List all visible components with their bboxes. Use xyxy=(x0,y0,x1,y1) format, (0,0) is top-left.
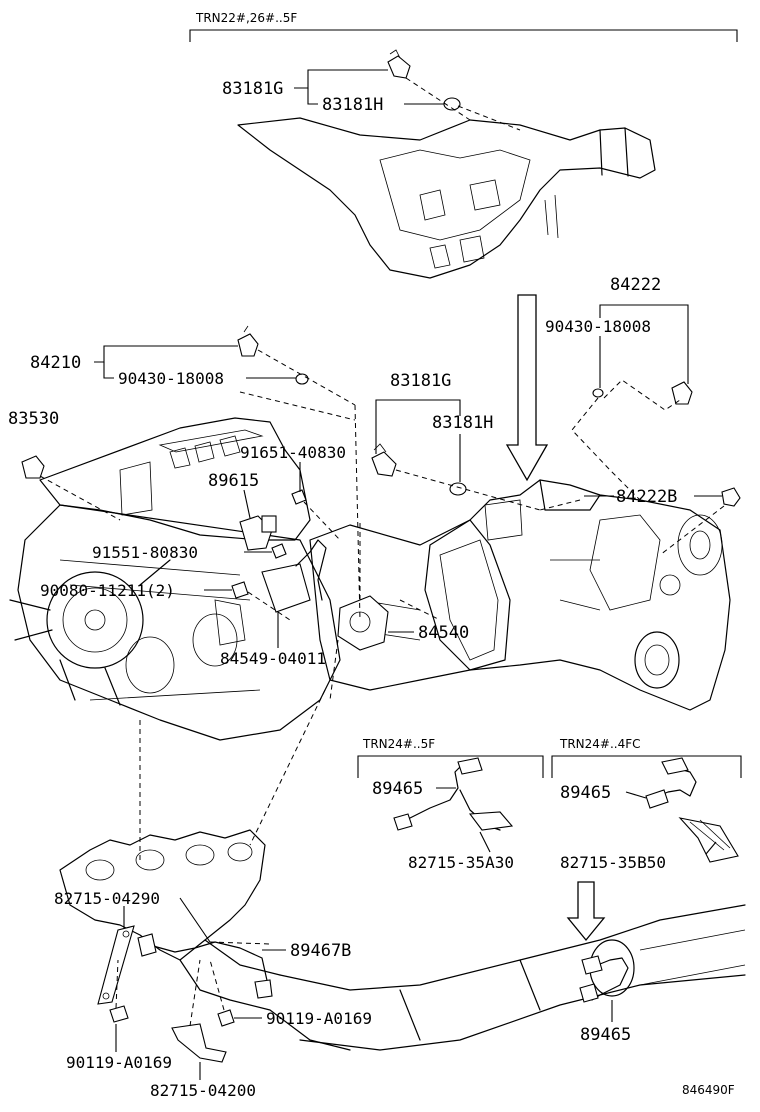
transmission-main-drawing xyxy=(309,479,731,711)
label-90080: 90080-11211(2) xyxy=(40,581,175,600)
label-89465-b: 89465 xyxy=(560,783,611,803)
bracket-82715-04200 xyxy=(171,1023,227,1063)
label-83181H-mid: 83181H xyxy=(432,413,493,433)
bracket-82715-35B50 xyxy=(678,817,739,863)
actuator-84540 xyxy=(337,595,389,651)
sensor-89467B xyxy=(137,933,273,999)
bolt-90119-b xyxy=(217,1009,235,1027)
label-90119-b: 90119-A0169 xyxy=(266,1009,372,1028)
engine-drawing xyxy=(9,417,341,741)
bracket-mid-left xyxy=(357,755,544,778)
label-89465-c: 89465 xyxy=(580,1025,631,1045)
section-label-mid-left: TRN24#..5F xyxy=(362,737,435,751)
bracket-top xyxy=(189,29,738,42)
bolt-90080 xyxy=(231,581,249,599)
sensor-84210 xyxy=(237,325,259,357)
sensor-83530 xyxy=(21,455,45,479)
section-label-mid-right: TRN24#..4FC xyxy=(559,737,641,751)
bracket-82715-35A30 xyxy=(468,811,514,831)
bolt-90119-a xyxy=(109,1005,129,1023)
label-91551: 91551-80830 xyxy=(92,543,198,562)
label-84210: 84210 xyxy=(30,353,81,373)
label-83181H-top: 83181H xyxy=(322,95,383,115)
sensor-89465-c xyxy=(579,955,629,1003)
sensor-83181G-top xyxy=(387,49,411,79)
down-arrow-lower xyxy=(566,881,606,942)
sensor-89465-b xyxy=(645,757,697,809)
down-arrow-main xyxy=(505,294,549,482)
label-82715-04200: 82715-04200 xyxy=(150,1081,256,1100)
label-90430-right: 90430-18008 xyxy=(545,317,651,336)
label-89467B: 89467B xyxy=(290,941,351,961)
label-84549: 84549-04011 xyxy=(220,649,326,668)
bolt-91651 xyxy=(291,489,307,505)
sensor-84222 xyxy=(671,381,693,405)
label-90119-a: 90119-A0169 xyxy=(66,1053,172,1072)
label-82715-35A30: 82715-35A30 xyxy=(408,853,514,872)
label-84540: 84540 xyxy=(418,623,469,643)
bracket-mid-right xyxy=(551,755,742,778)
section-label-top: TRN22#,26#..5F xyxy=(195,11,297,25)
transmission-top-drawing xyxy=(237,117,656,279)
label-83181G-top: 83181G xyxy=(222,79,283,99)
diagram-code: 846490F xyxy=(682,1083,735,1097)
washer-83181H-mid xyxy=(449,482,467,496)
label-89465-a: 89465 xyxy=(372,779,423,799)
label-90430-left: 90430-18008 xyxy=(118,369,224,388)
label-84222B: 84222B xyxy=(616,487,677,507)
bracket-82715-04290 xyxy=(97,925,135,1005)
label-82715-04290: 82715-04290 xyxy=(54,889,160,908)
washer-90430-right xyxy=(592,388,604,398)
bolt-84222B xyxy=(721,487,741,507)
label-89615: 89615 xyxy=(208,471,259,491)
label-82715-35B50: 82715-35B50 xyxy=(560,853,666,872)
exhaust-pipe-drawing xyxy=(279,904,746,1051)
text-labels: TRN22#,26#..5F TRN24#..5F TRN24#..4FC 83… xyxy=(8,11,735,1100)
label-83530: 83530 xyxy=(8,409,59,429)
bolt-91551 xyxy=(271,543,287,559)
bracket-84549 xyxy=(261,539,327,613)
sensor-89615 xyxy=(239,515,277,551)
leader-lines xyxy=(39,69,725,1080)
label-84222: 84222 xyxy=(610,275,661,295)
label-91651: 91651-40830 xyxy=(240,443,346,462)
label-83181G-mid: 83181G xyxy=(390,371,451,391)
washer-90430-left xyxy=(295,373,309,385)
sensor-89465-a xyxy=(393,757,501,831)
